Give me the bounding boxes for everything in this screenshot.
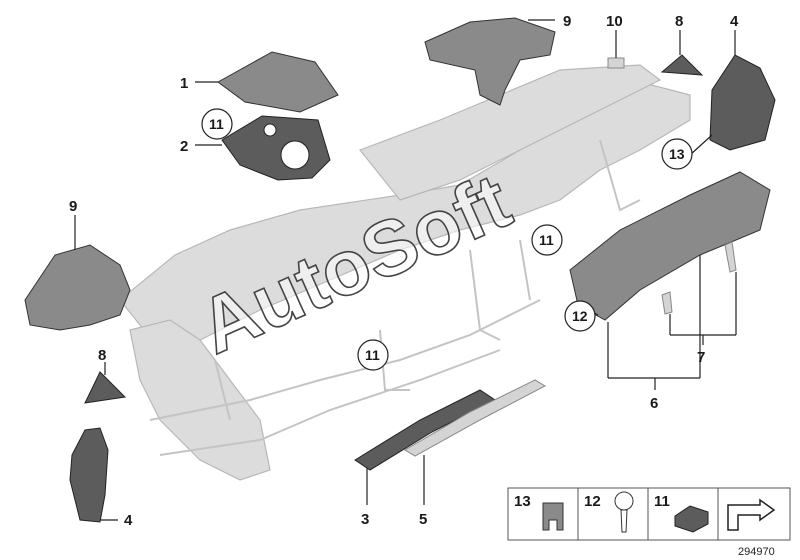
callout-9-left: 9: [69, 198, 77, 215]
svg-text:11: 11: [539, 232, 554, 248]
svg-text:11: 11: [365, 347, 380, 363]
callout-3: 3: [361, 511, 369, 528]
leader-lines: [74, 19, 737, 521]
defroster-vent-left-part: [24, 244, 131, 331]
circled-callout-11-bottom: 11: [357, 339, 389, 371]
vent-grille-left-part: [84, 371, 127, 404]
legend-box-13: [507, 487, 579, 541]
dashboard-carrier: [119, 64, 691, 481]
callout-4-top: 4: [730, 13, 739, 30]
callout-8-top: 8: [675, 13, 683, 30]
glove-box-part: [569, 171, 771, 321]
side-trim-right-part: [709, 54, 776, 151]
callout-10: 10: [606, 13, 623, 30]
circled-callout-12: 12: [564, 300, 596, 332]
svg-text:11: 11: [209, 116, 224, 132]
callout-2: 2: [180, 138, 188, 155]
callout-7: 7: [697, 349, 705, 366]
callout-4-left: 4: [124, 512, 133, 529]
callout-1: 1: [180, 75, 188, 92]
circled-callout-13: 13: [661, 138, 693, 170]
legend: 13 12 11: [507, 487, 791, 541]
clip-part: [607, 57, 625, 69]
instrument-cover-part: [221, 115, 331, 181]
clip-icon: [674, 505, 709, 533]
screw-icon: [614, 491, 634, 533]
trim-strip-part: [404, 379, 547, 457]
callout-8-left: 8: [98, 347, 106, 364]
legend-label-13: 13: [514, 493, 531, 510]
circled-callout-11-top: 11: [201, 108, 233, 140]
callout-9-top: 9: [563, 13, 571, 30]
vent-grille-right-part: [660, 54, 704, 76]
legend-box-12: [577, 487, 649, 541]
callout-6: 6: [650, 395, 658, 412]
seal-strip-part: [724, 241, 737, 273]
defroster-vent-top-part: [424, 17, 556, 106]
circled-callout-11-mid: 11: [531, 224, 563, 256]
svg-text:13: 13: [669, 146, 685, 162]
callout-5: 5: [419, 511, 427, 528]
seal-strip-part: [661, 291, 673, 315]
diagram-reference-number: 294970: [738, 546, 775, 558]
svg-text:12: 12: [572, 308, 588, 324]
bolt-nut-icon: [542, 502, 564, 531]
legend-label-12: 12: [584, 493, 601, 510]
side-trim-left-part: [69, 427, 109, 523]
legend-label-11: 11: [654, 493, 670, 510]
knee-trim-part: [354, 389, 496, 471]
top-cover-part: [217, 51, 339, 113]
arrow-icon: [727, 498, 776, 531]
